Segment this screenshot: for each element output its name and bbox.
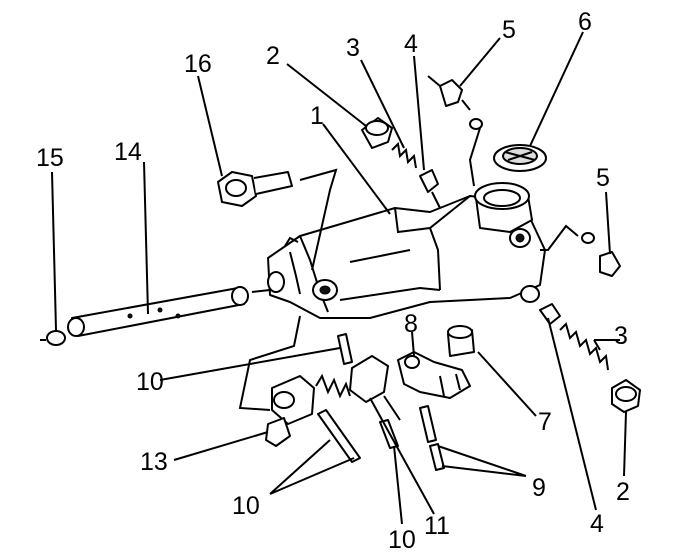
callout-6: 6: [578, 8, 592, 36]
callout-1: 1: [310, 102, 324, 130]
callout-3b: 3: [614, 322, 628, 350]
shift-rail: [67, 286, 271, 337]
detent-ball-top: [419, 169, 441, 209]
shift-fork: [271, 355, 389, 425]
callout-3: 3: [346, 34, 360, 62]
callout-5b: 5: [596, 164, 610, 192]
reverse-plug: [217, 168, 338, 271]
interlock-lever: [397, 351, 471, 399]
assembly-outline-2: [383, 395, 401, 421]
callout-2b: 2: [616, 478, 630, 506]
callout-4: 4: [404, 30, 418, 58]
callout-2: 2: [266, 42, 280, 70]
vent-top: [427, 75, 483, 187]
snap-ring: [40, 330, 66, 346]
spring-top: [391, 141, 417, 169]
callout-8: 8: [404, 310, 418, 338]
callout-4b: 4: [590, 510, 604, 538]
leader-lines: [51, 31, 627, 525]
callout-13: 13: [140, 448, 168, 476]
callout-16: 16: [184, 50, 212, 78]
callout-10c: 10: [232, 492, 260, 520]
spring-right: [559, 322, 609, 371]
plug-top: [361, 117, 393, 149]
callout-15: 15: [36, 144, 64, 172]
callout-9: 9: [532, 474, 546, 502]
lower-fork: [265, 417, 291, 447]
detent-ball-right: [539, 303, 561, 325]
plug-right: [611, 379, 641, 413]
shift-housing: [267, 195, 546, 319]
roll-pin-upper: [337, 333, 353, 365]
callout-5: 5: [502, 16, 516, 44]
callout-11: 11: [424, 512, 450, 540]
roll-pin-9a: [419, 405, 437, 443]
assembly-outline: [238, 315, 301, 411]
callouts: 1 2 3 4 5 6 5 3 2 4 7 8 9 10 11 10 13 10…: [36, 8, 630, 554]
fill-neck: [474, 182, 533, 233]
callout-7: 7: [538, 408, 552, 436]
callout-10b: 10: [388, 526, 416, 554]
callout-14: 14: [114, 138, 142, 166]
cap-seal: [493, 144, 547, 172]
roll-pin-9b: [429, 443, 445, 471]
callout-10a: 10: [136, 368, 164, 396]
roll-pin-lower: [317, 409, 361, 463]
pivot-bushing: [447, 325, 475, 357]
